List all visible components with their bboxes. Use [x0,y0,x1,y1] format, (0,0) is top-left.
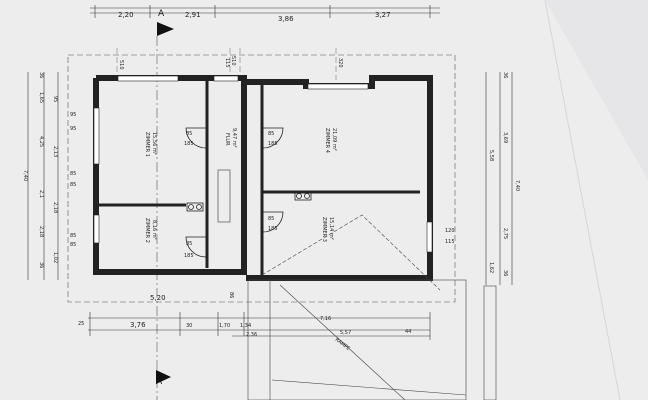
top-dim-4: 3,27 [375,11,391,19]
door-mark-2: 185 [184,141,194,147]
room-zimmer-4: ZIMMER 4 21,09 m² [324,128,337,153]
left-dim-6: 7,40 [22,170,28,181]
right-dim-1: 36 [502,72,508,78]
left-dim-10: 1,02 [52,252,58,263]
room-area: 15,56 m² [151,132,157,155]
door-swings [185,127,284,258]
section-arrow-top-icon [157,22,174,36]
bottom-dim-11: 86 [228,292,234,298]
top-dim-1: 2,20 [118,11,134,19]
right-dim-6: 1,62 [488,262,494,273]
heater-icon [186,191,312,212]
right-dim-7: 36 [502,270,508,276]
stair-outline [217,169,231,223]
bottom-dim-2: 25 [78,321,84,327]
top-dimension-chain [90,5,440,18]
room-name: ZIMMER 4 [324,128,330,153]
left-dim-1: 36 [38,72,44,78]
room-area: 21,09 m² [331,128,337,151]
window-mark-2: 115 [445,239,455,245]
right-dim-5: 2,75 [502,228,508,239]
left-inner-4: 85 [70,182,76,188]
door-mark-5: 85 [186,241,192,247]
left-dim-2: 1,65 [38,92,44,103]
left-dimension-chain [27,72,59,280]
top-dim-2: 2,91 [185,11,201,19]
axis-mark-4: 320 [337,58,343,68]
room-name: ZIMMER 2 [144,218,150,243]
section-label-top: A [158,9,165,19]
roof-outline [67,54,456,303]
left-dim-7: 2,1 [38,190,44,198]
left-inner-1: 95 [70,112,76,118]
room-zimmer-2: ZIMMER 2 8,16 m² [144,218,157,243]
room-name: ZIMMER 3 [321,217,327,242]
axis-mark-1: 510 [118,60,124,70]
ramp-area [247,214,497,400]
left-dim-8: 2,18 [52,202,58,213]
left-dim-5: 2,13 [52,146,58,157]
door-mark-7: 85 [268,216,274,222]
door-mark-4: 185 [268,141,278,147]
door-mark-8: 185 [268,226,278,232]
room-flur: FLUR 9,47 m² [224,128,237,148]
bottom-dim-1: 5,20 [150,294,166,302]
bottom-dim-3: 3,76 [130,321,146,329]
bottom-dim-4: 30 [186,323,192,329]
room-area: 15,14 m² [328,217,334,240]
room-name: ZIMMER 1 [144,132,150,157]
door-mark-1: 85 [186,131,192,137]
door-mark-3: 85 [268,131,274,137]
left-dim-3: 95 [52,96,58,102]
axis-mark-3: 510 [230,56,236,66]
left-inner-2: 95 [70,126,76,132]
bottom-dim-10: 44 [405,329,411,335]
bottom-dim-6: 1,34 [240,323,251,329]
bottom-dim-9: 5,57 [340,330,351,336]
bottom-dim-5: 1,70 [219,323,230,329]
left-inner-5: 85 [70,233,76,239]
left-inner-6: 85 [70,242,76,248]
right-dimension-chain [485,72,513,285]
section-arrow-bottom-icon [156,370,171,384]
right-dim-4: 7,40 [514,180,520,191]
left-dim-4: 4,25 [38,136,44,147]
windows [93,75,433,253]
window-mark-1: 120 [445,228,455,234]
axis-mark-2: 115 [224,58,230,68]
left-dim-9: 2,18 [38,226,44,237]
room-zimmer-3: ZIMMER 3 15,14 m² [321,217,334,242]
axis-lines [116,48,337,80]
room-area: 8,16 m² [151,220,157,240]
room-area: 9,47 m² [231,128,237,148]
left-inner-3: 85 [70,171,76,177]
room-zimmer-1: ZIMMER 1 15,56 m² [144,132,157,157]
bottom-dim-8: 7,16 [320,316,331,322]
top-dim-3: 3,86 [278,15,294,23]
left-dim-11: 36 [38,262,44,268]
paper-fold [544,0,621,400]
right-dim-3: 5,58 [488,150,494,161]
right-dim-2: 3,69 [502,132,508,143]
room-name: FLUR [224,133,230,146]
door-mark-6: 185 [184,253,194,259]
bottom-dimension-chain [88,312,431,340]
bottom-dim-7: 2,36 [246,332,257,338]
